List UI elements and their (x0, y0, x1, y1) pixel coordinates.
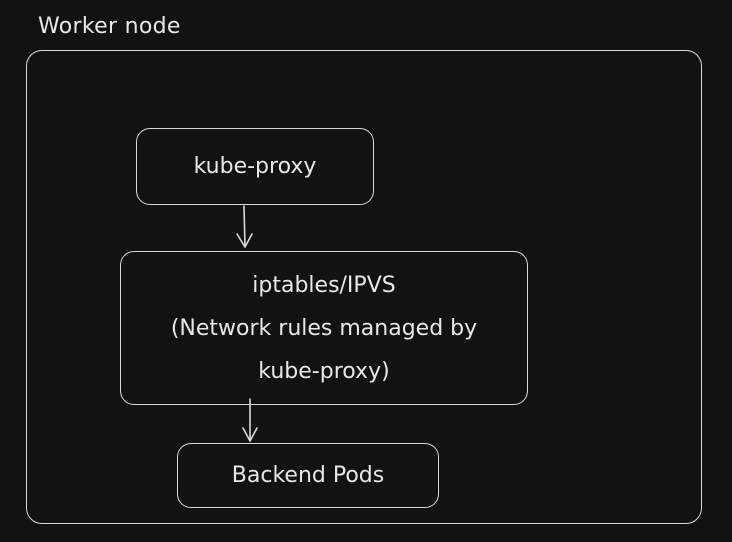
kube-proxy-box: kube-proxy (136, 128, 374, 205)
iptables-description-line-2: kube-proxy) (258, 358, 390, 384)
backend-pods-box: Backend Pods (177, 443, 439, 508)
iptables-title-line: iptables/IPVS (252, 272, 396, 298)
iptables-description-line-1: (Network rules managed by (170, 315, 478, 341)
worker-node-title: Worker node (38, 14, 181, 39)
backend-pods-label: Backend Pods (231, 463, 385, 488)
iptables-ipvs-box: iptables/IPVS (Network rules managed by … (120, 251, 528, 405)
worker-node-container (26, 50, 702, 524)
kube-proxy-label: kube-proxy (193, 154, 317, 179)
